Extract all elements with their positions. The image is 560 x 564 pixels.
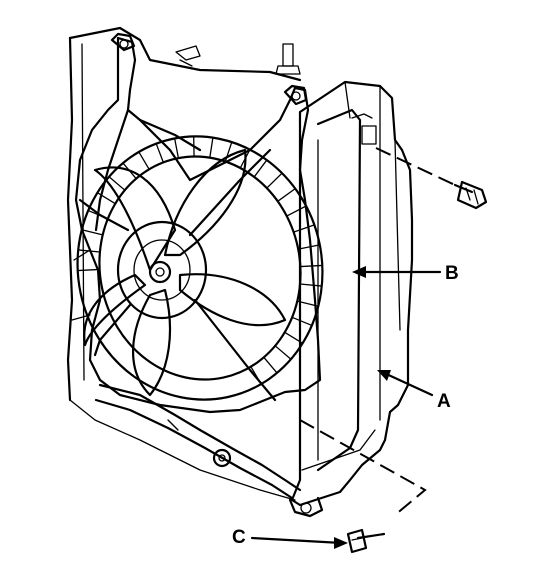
fan-ring-fin <box>296 300 319 307</box>
lower-bracket <box>94 383 324 518</box>
fan-motor-hub <box>116 220 208 320</box>
callout-b-label: B <box>445 263 459 284</box>
fan-ring-fin <box>138 151 150 170</box>
fan-ring-fin <box>209 137 214 159</box>
callout-b: B <box>352 263 459 284</box>
fan-ring-fins <box>77 135 323 385</box>
fan-blades <box>83 148 287 397</box>
callout-c-label: C <box>232 527 246 548</box>
fan-shroud <box>74 32 322 414</box>
fan-ring-fin <box>292 224 316 233</box>
fan-ring-fin <box>274 345 292 360</box>
callout-a: A <box>377 370 451 412</box>
fan-ring-fin <box>299 264 323 268</box>
radiator <box>290 80 414 507</box>
lower-bolt <box>299 419 427 554</box>
callout-a-label: A <box>437 391 451 412</box>
fan-ring <box>76 135 324 401</box>
callout-a-leader <box>380 370 434 397</box>
radiator-frame <box>66 26 302 501</box>
callout-c: C <box>232 527 348 549</box>
fan-ring-fin <box>299 283 323 287</box>
fan-ring-fin <box>173 137 180 159</box>
fan-ring-fin <box>291 316 313 327</box>
callout-a-arrowhead <box>377 370 391 381</box>
callout-c-arrowhead <box>334 537 348 549</box>
fan-ring-fin <box>263 356 278 374</box>
callout-b-arrowhead <box>352 266 366 278</box>
callout-c-leader <box>250 536 344 545</box>
fan-ring-fin <box>266 172 283 189</box>
shroud-spokes <box>78 148 277 402</box>
fan-ring-fin <box>253 159 268 178</box>
fan-ring-fin <box>96 192 116 205</box>
fan-ring-fin <box>297 244 321 250</box>
fan-ring-fin <box>108 176 126 191</box>
fan-ring-fin <box>77 268 101 272</box>
fan-ring-fin <box>286 205 307 217</box>
fan-ring-fin <box>284 331 304 344</box>
fan-ring-fin <box>277 187 296 202</box>
fan-ring-fin <box>77 249 101 253</box>
fan-ring-fin <box>81 229 104 236</box>
upper-bolt <box>375 147 488 210</box>
fan-ring-fin <box>155 143 164 164</box>
